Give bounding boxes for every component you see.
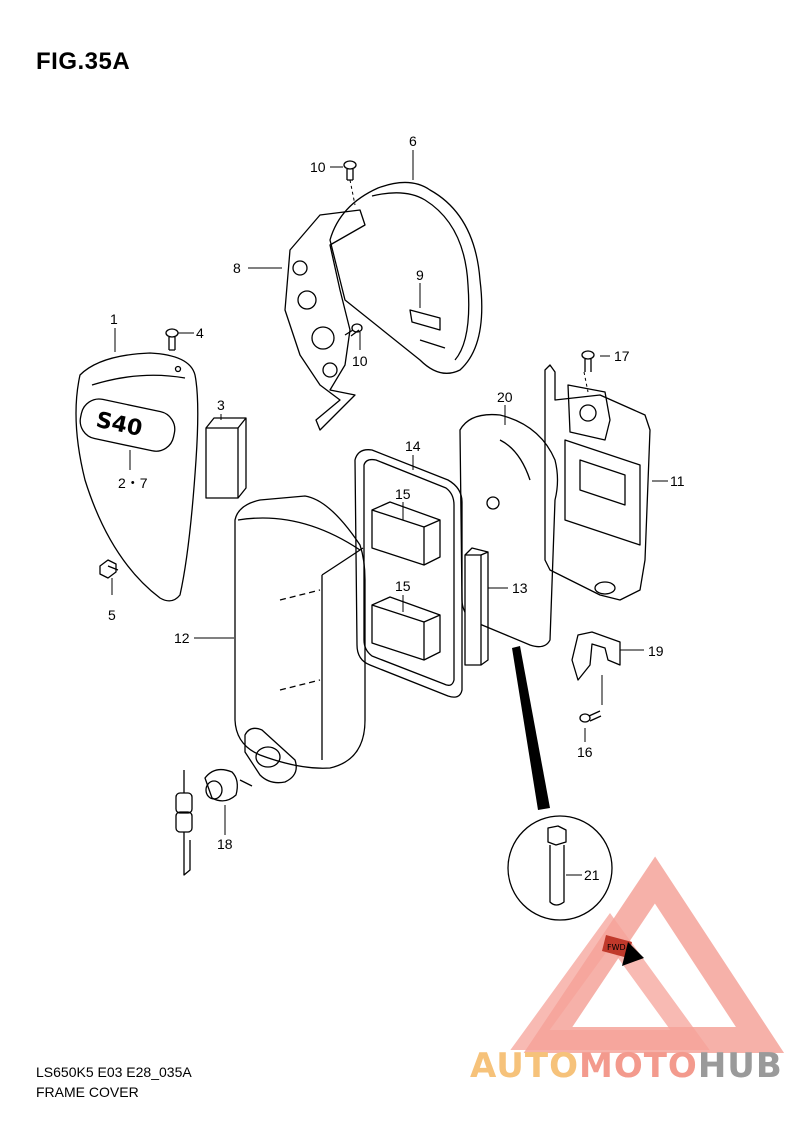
callout-1: 1 xyxy=(110,311,118,327)
callout-2-7: 2・7 xyxy=(118,475,148,491)
callout-19: 19 xyxy=(648,643,664,659)
clip-9 xyxy=(409,309,441,331)
callout-9: 9 xyxy=(416,267,424,283)
pad-15-lower xyxy=(371,596,441,661)
diagram-code: LS650K5 E03 E28_035A xyxy=(36,1064,192,1080)
watermark-part-auto: AUTO xyxy=(470,1046,579,1086)
diagram-caption: FRAME COVER xyxy=(36,1084,139,1100)
fwd-arrow-icon: FWD xyxy=(602,935,644,966)
callout-16: 16 xyxy=(577,744,593,760)
bolt-5 xyxy=(99,559,119,579)
callout-17: 17 xyxy=(614,348,630,364)
pin-21 xyxy=(547,825,567,906)
screw-16 xyxy=(579,710,602,723)
side-cover-1 xyxy=(75,352,199,602)
callout-12: 12 xyxy=(174,630,190,646)
callout-15-lower: 15 xyxy=(395,578,411,594)
callout-4: 4 xyxy=(196,325,204,341)
leader-lines xyxy=(111,150,668,876)
bracket-8 xyxy=(284,209,366,431)
callout-8: 8 xyxy=(233,260,241,276)
screw-10-top xyxy=(343,160,357,181)
emblem-s40: S40 xyxy=(79,398,176,452)
gasket-14 xyxy=(354,449,463,698)
figure-title: FIG.35A xyxy=(36,48,131,75)
callout-6: 6 xyxy=(409,133,417,149)
callout-13: 13 xyxy=(512,580,528,596)
lock-18 xyxy=(204,727,297,802)
detail-pointer xyxy=(512,646,550,810)
callout-20: 20 xyxy=(497,389,513,405)
pad-13 xyxy=(464,554,482,666)
pad-15-upper xyxy=(371,501,441,566)
detail-circle xyxy=(507,815,613,921)
callout-11: 11 xyxy=(670,473,685,489)
watermark-logo xyxy=(510,856,785,1053)
watermark-part-hub: HUB xyxy=(697,1046,783,1086)
svg-text:S40: S40 xyxy=(94,408,145,442)
callout-10-mid: 10 xyxy=(352,353,368,369)
bracket-11 xyxy=(544,364,651,601)
callout-18: 18 xyxy=(217,836,233,852)
svg-text:FWD: FWD xyxy=(607,943,626,952)
tool-box-12 xyxy=(234,495,366,769)
callout-21: 21 xyxy=(584,867,600,883)
key-icon xyxy=(175,770,193,876)
frame-cover-rear xyxy=(329,181,483,374)
screw-10-mid xyxy=(344,323,363,337)
callout-5: 5 xyxy=(108,607,116,623)
callout-14: 14 xyxy=(405,438,421,454)
callout-15-upper: 15 xyxy=(395,486,411,502)
pad-3 xyxy=(205,427,239,499)
watermark-part-moto: MOTO xyxy=(578,1046,698,1086)
callout-10-top: 10 xyxy=(310,159,326,175)
screw-4 xyxy=(165,328,179,351)
callout-labels: 1 2・7 3 4 5 6 8 9 10 10 11 12 13 14 15 1… xyxy=(108,133,685,883)
clip-19 xyxy=(571,631,621,681)
callout-3: 3 xyxy=(217,397,225,413)
watermark-text: AUTOMOTOHUB xyxy=(470,1046,783,1086)
screw-17 xyxy=(581,350,595,372)
